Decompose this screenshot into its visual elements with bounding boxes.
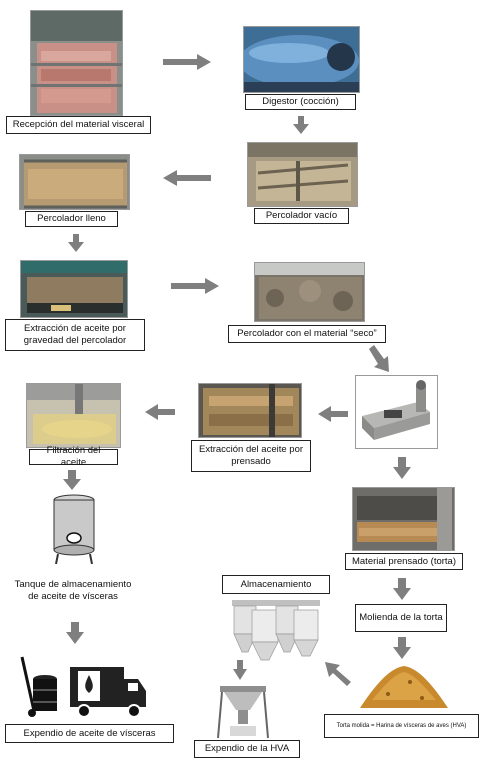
arrow-left-1	[163, 170, 211, 186]
arrow-down-6	[393, 637, 411, 659]
arrow-left-3	[318, 406, 348, 422]
arrow-right-1	[163, 54, 211, 70]
filtracion-label: Filtración del aceite	[29, 445, 118, 468]
arrow-down-5	[393, 578, 411, 600]
expendio-aceite-label: Expendio de aceite de vísceras	[5, 724, 174, 743]
molienda-label: Molienda de la torta	[355, 604, 447, 632]
percolador-lleno-photo	[19, 154, 130, 210]
percolador-seco-label: Percolador con el material “seco”	[228, 325, 386, 343]
torta-molida-photo	[358, 660, 450, 712]
percolador-lleno-label: Percolador lleno	[25, 211, 118, 227]
material-prensado-label: Material prensado (torta)	[345, 553, 463, 570]
expendio-aceite-icons	[18, 655, 148, 719]
arrow-right-2	[171, 278, 219, 294]
almacenamiento-label: Almacenamiento	[222, 575, 330, 594]
extraccion-prensado-label: Extracción del aceite por prensado	[191, 440, 311, 472]
filtracion-photo	[26, 383, 121, 448]
tanque-label: Tanque de almacenamiento de aceite de ví…	[14, 579, 132, 602]
recepcion-label: Recepción del material visceral	[6, 116, 151, 134]
material-prensado-photo	[352, 487, 455, 551]
digestor-label: Digestor (cocción)	[245, 94, 356, 110]
tanque-icon	[52, 494, 96, 564]
arrow-down-2	[68, 234, 84, 252]
arrow-diag-2	[323, 660, 353, 686]
expendio-hva-label: Expendio de la HVA	[194, 740, 300, 758]
percolador-vacio-photo	[247, 142, 358, 207]
extraccion-gravedad-label: Extracción de aceite por gravedad del pe…	[5, 319, 145, 351]
extraccion-gravedad-photo	[20, 260, 128, 318]
arrow-down-8	[233, 660, 247, 680]
arrow-down-3	[393, 457, 411, 479]
recepcion-photo	[30, 10, 123, 116]
almacenamiento-silos	[228, 596, 324, 664]
arrow-down-1	[293, 116, 309, 134]
extraccion-prensado-photo	[198, 383, 302, 438]
arrow-left-2	[145, 404, 175, 420]
expendio-hva-photo	[212, 682, 274, 740]
arrow-down-4	[63, 470, 81, 490]
percolador-seco-photo	[254, 262, 365, 322]
arrow-down-7	[66, 622, 84, 644]
percolador-vacio-label: Percolador vacío	[254, 208, 349, 224]
torta-molida-label: Torta molida = Harina de vísceras de ave…	[324, 714, 479, 738]
digestor-photo	[243, 26, 360, 93]
arrow-diag-1	[367, 345, 391, 373]
prensa-photo	[355, 375, 438, 449]
